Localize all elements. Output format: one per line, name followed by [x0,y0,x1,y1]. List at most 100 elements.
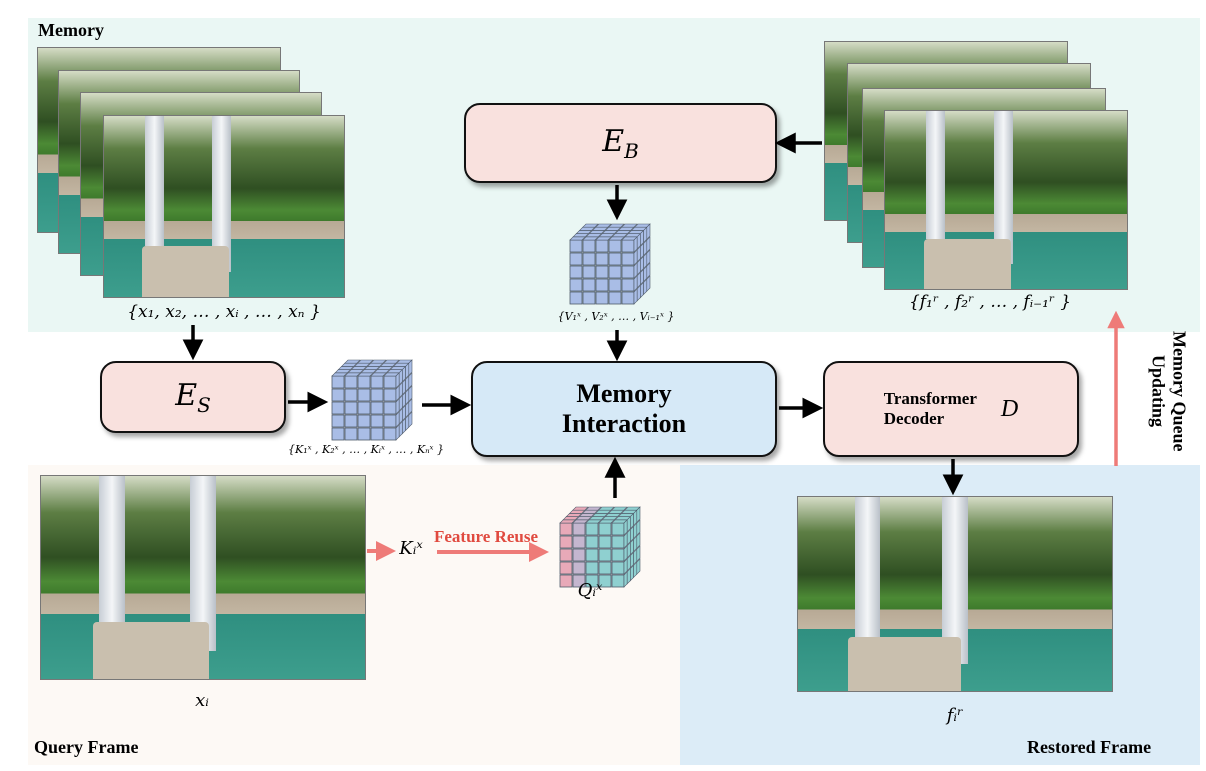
cube-cell [559,561,573,575]
cube-side-cell [408,385,413,402]
cube-cell [598,548,612,562]
cube-side-cell [646,262,651,279]
cube-cell [582,291,596,305]
cube-cell [598,561,612,575]
cube-cell [357,414,371,428]
cube-cell [585,535,599,549]
cube-cell [572,548,586,562]
cube-cell [370,414,384,428]
query-frame-image [40,475,366,680]
cube-top-cell [595,223,612,228]
cube-top-cell [621,223,638,228]
transformer-decoder-label: Transformer Decoder [883,389,977,428]
cube-cell [595,252,609,266]
cube-top-cell [357,359,374,364]
cube-cell [598,574,612,588]
decoder-symbol: D [1000,395,1019,422]
cube-cell [569,278,583,292]
cube-side-cell [408,359,413,376]
cube-cell [608,265,622,279]
cube-cell [370,427,384,441]
cube-side-cell [646,236,651,253]
cube-top-cell [370,359,387,364]
memory-interaction-box: Memory Interaction [471,361,777,457]
cube-cell [598,535,612,549]
memory-frame [103,115,345,298]
memory-frames-caption: {x₁, x₂, … , xᵢ , … , xₙ } [127,302,321,322]
memory-interaction-label: Memory Interaction [561,379,687,438]
cube-cell [344,388,358,402]
encoder-es-label: ES [175,377,211,417]
cube-cell [370,401,384,415]
cube-top-cell [585,506,602,511]
cube-cell [559,548,573,562]
cube-cell [572,574,586,588]
restored-memory-frame [884,110,1128,290]
cube-top-cell [344,359,361,364]
query-frame-caption: xᵢ [195,690,209,711]
cube-cell [370,388,384,402]
cube-cell [582,265,596,279]
cube-top-cell [611,506,628,511]
key-features-caption: {K₁ˣ , K₂ˣ , … , Kᵢˣ , … , Kₙˣ } [288,443,444,456]
restored-frame-caption: fᵢʳ [946,705,964,726]
encoder-es-box: ES [100,361,286,433]
restored-frame-image [797,496,1113,692]
query-frame-label: Query Frame [34,737,139,757]
query-feature-cube [559,506,641,588]
cube-cell [559,535,573,549]
cube-side-cell [636,506,641,523]
cube-side-cell [636,532,641,549]
cube-side-cell [636,519,641,536]
cube-cell [572,561,586,575]
cube-cell [585,548,599,562]
cube-cell [331,414,345,428]
cube-side-cell [408,411,413,428]
cube-cell [569,252,583,266]
feature-reuse-label: Feature Reuse [434,527,539,546]
cube-cell [569,291,583,305]
cube-side-cell [408,398,413,415]
cube-cell [331,388,345,402]
cube-cell [585,574,599,588]
query-feature-caption: Qᵢˣ [577,580,603,601]
cube-cell [357,388,371,402]
cube-top-cell [582,223,599,228]
cube-top-cell [608,223,625,228]
restored-frame-label: Restored Frame [1027,737,1152,757]
cube-cell [595,265,609,279]
cube-side-cell [636,545,641,562]
cube-cell [608,252,622,266]
cube-cell [357,401,371,415]
cube-cell [595,278,609,292]
cube-cell [559,574,573,588]
value-features-caption: {V₁ˣ , V₂ˣ , … , Vᵢ₋₁ˣ } [557,310,675,323]
encoder-eb-label: EB [602,123,639,163]
cube-cell [608,291,622,305]
cube-cell [331,427,345,441]
value-feature-cube [569,223,651,305]
cube-side-cell [408,372,413,389]
cube-cell [357,427,371,441]
memory-label: Memory [38,20,104,40]
cube-cell [572,535,586,549]
cube-cell [331,401,345,415]
cube-cell [344,401,358,415]
cube-cell [585,561,599,575]
cube-top-cell [598,506,615,511]
cube-top-cell [572,506,589,511]
cube-cell [608,278,622,292]
cube-cell [595,291,609,305]
restored-memory-caption: {f₁ʳ , f₂ʳ , … , fᵢ₋₁ʳ } [908,292,1072,312]
query-key-label: Kᵢˣ [399,538,423,559]
cube-top-cell [383,359,400,364]
cube-side-cell [646,223,651,240]
memory-queue-updating-label: Memory Queue Updating [1148,330,1190,452]
cube-side-cell [646,275,651,292]
transformer-decoder-box: Transformer Decoder D [823,361,1079,457]
cube-cell [344,427,358,441]
cube-cell [344,414,358,428]
cube-cell [582,252,596,266]
key-feature-cube [331,359,413,441]
